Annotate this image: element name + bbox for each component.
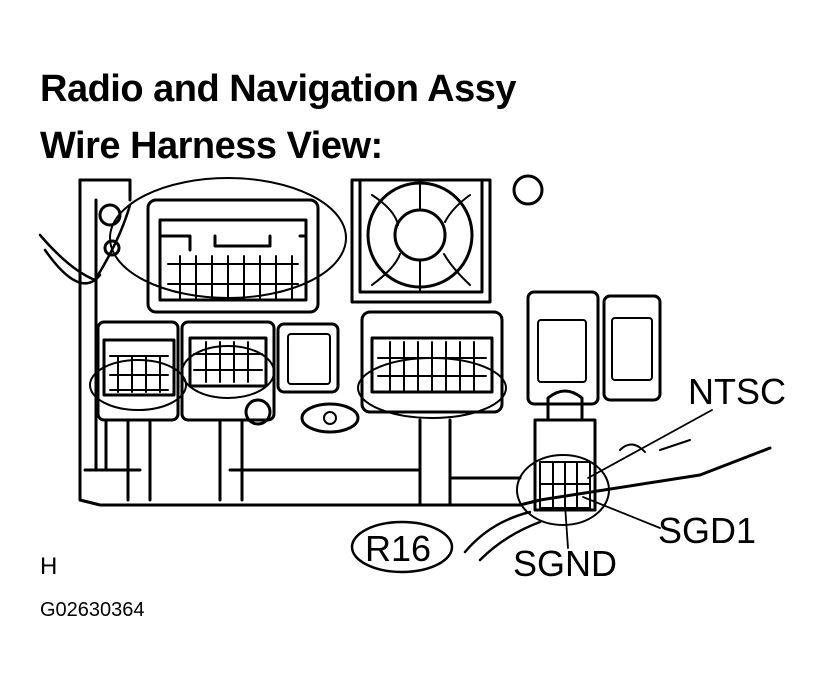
left-wire-bundle — [38, 203, 132, 285]
figure-id: G02630364 — [40, 599, 145, 621]
diagram-title-line1: Radio and Navigation Assy — [40, 68, 516, 110]
chassis-outline — [78, 178, 772, 507]
cooling-fan — [350, 178, 492, 304]
diagram-title-line2: Wire Harness View: — [40, 125, 383, 167]
chassis-top-plate — [78, 178, 132, 472]
right-socket-a — [526, 290, 600, 406]
top-main-connector — [109, 177, 347, 314]
right-socket-b — [602, 294, 662, 402]
blank-socket — [276, 322, 340, 394]
sgd1-leader-line — [582, 496, 661, 529]
sgd1-label: SGD1 — [658, 510, 756, 551]
oval-hole — [300, 402, 360, 434]
sgnd-leader-line — [564, 504, 569, 549]
ntsc-leader-line — [587, 409, 713, 479]
middle-connector — [357, 310, 507, 507]
sgnd-label: SGND — [513, 543, 617, 584]
r16-label-oval — [350, 520, 454, 574]
corner-mark: H — [40, 553, 58, 580]
ntsc-label: NTSC — [688, 371, 786, 412]
harness-connector-r16 — [516, 389, 610, 526]
bracket-hole — [98, 203, 122, 227]
top-right-hole — [512, 174, 544, 206]
test-probe — [463, 510, 542, 562]
second-small-connector — [180, 320, 276, 502]
bracket-screw — [103, 239, 121, 257]
left-small-connector — [89, 320, 187, 502]
r16-label: R16 — [365, 528, 431, 569]
